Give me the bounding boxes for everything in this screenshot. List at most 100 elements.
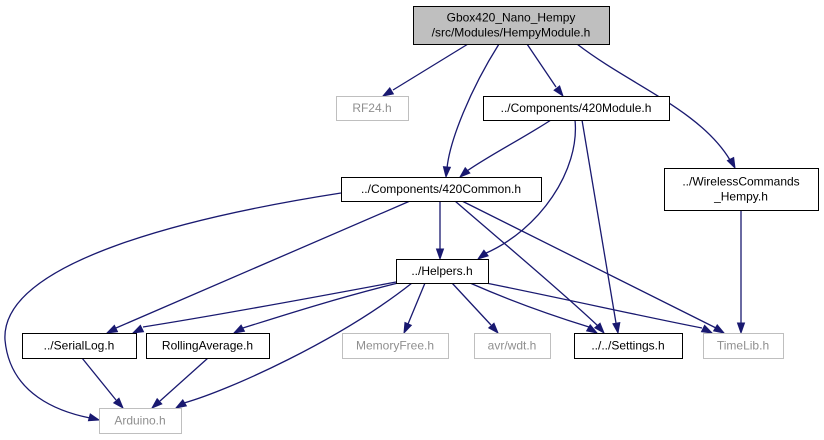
node-label: ../Components/420Module.h [501, 101, 652, 115]
edge-line [142, 281, 397, 328]
node-box [703, 333, 784, 359]
arrow-head-icon [381, 86, 395, 97]
node-label: ../SerialLog.h [44, 339, 115, 353]
edge-helpers-to-memory_free [403, 282, 426, 335]
edge-line [469, 282, 590, 328]
node-serial-log[interactable]: ../SerialLog.h [22, 333, 137, 359]
node-rolling-average[interactable]: RollingAverage.h [146, 333, 270, 359]
edge-serial_log-to-arduino [81, 357, 125, 410]
arrow-head-icon [487, 322, 500, 335]
edge-module420-to-common420 [458, 119, 552, 178]
edges-layer [4, 43, 746, 422]
edge-line [407, 282, 426, 325]
node-label: MemoryFree.h [356, 339, 434, 353]
edge-module420-to-helpers [476, 119, 577, 260]
node-box [474, 333, 551, 359]
node-label: ../Helpers.h [411, 264, 472, 278]
edge-line [81, 357, 117, 401]
arrow-head-icon [700, 324, 714, 334]
edge-line [115, 200, 411, 329]
node-box [342, 333, 449, 359]
arrow-head-icon [458, 166, 471, 178]
node-common420[interactable]: ../Components/420Common.h [341, 177, 542, 202]
node-label: TimeLib.h [717, 339, 769, 353]
node-label: ../WirelessCommands [682, 175, 799, 189]
edge-line [4, 192, 342, 419]
edge-helpers-to-timelib [485, 282, 714, 334]
node-label: RF24.h [352, 101, 391, 115]
edge-hempy_module-to-rf24 [381, 43, 469, 97]
node-label: RollingAverage.h [162, 339, 253, 353]
edge-common420-to-settings [454, 200, 605, 335]
arrow-head-icon [476, 249, 489, 260]
node-helpers[interactable]: ../Helpers.h [396, 259, 489, 284]
arrow-head-icon [435, 248, 445, 261]
edge-line [581, 119, 617, 324]
arrow-head-icon [442, 166, 452, 179]
arrow-head-icon [105, 324, 119, 334]
edge-module420-to-settings [581, 119, 621, 335]
node-memory-free[interactable]: MemoryFree.h [342, 333, 449, 359]
node-wireless-commands[interactable]: ../WirelessCommands_Hempy.h [664, 168, 819, 211]
node-avr-wdt[interactable]: avr/wdt.h [474, 333, 551, 359]
edge-common420-to-helpers [435, 201, 445, 261]
node-label: /src/Modules/HempyModule.h [432, 26, 591, 40]
edge-common420-to-arduino [4, 192, 342, 422]
arrow-head-icon [232, 324, 246, 334]
arrow-head-icon [403, 321, 413, 335]
node-timelib[interactable]: TimeLib.h [703, 333, 784, 359]
arrow-head-icon [87, 413, 101, 422]
node-box [664, 168, 819, 211]
edge-hempy_module-to-module420 [526, 43, 564, 98]
arrow-head-icon [112, 397, 125, 410]
edge-helpers-to-settings [469, 282, 599, 334]
edge-line [392, 43, 469, 91]
edge-hempy_module-to-common420 [442, 43, 500, 179]
node-box [483, 96, 670, 121]
node-box [396, 259, 489, 284]
edge-line [242, 282, 399, 329]
node-label: Gbox420_Nano_Hempy [447, 11, 576, 25]
node-box [341, 177, 542, 202]
node-label: Arduino.h [114, 414, 165, 428]
node-label: avr/wdt.h [488, 339, 537, 353]
edge-line [485, 282, 703, 329]
arrow-head-icon [612, 321, 621, 335]
arrow-head-icon [726, 156, 736, 170]
edge-line [526, 43, 557, 88]
arrow-head-icon [174, 398, 188, 409]
edge-line [466, 119, 552, 172]
node-box [99, 408, 182, 434]
edge-line [183, 282, 413, 404]
edge-line [461, 200, 717, 329]
node-box [22, 333, 137, 359]
edge-helpers-to-rolling_average [232, 282, 399, 334]
edge-common420-to-timelib [461, 200, 726, 334]
arrow-head-icon [131, 324, 145, 334]
node-label: _Hempy.h [713, 190, 768, 204]
node-box [336, 96, 409, 121]
node-arduino[interactable]: Arduino.h [99, 408, 182, 434]
arrow-head-icon [593, 322, 605, 335]
arrow-head-icon [585, 323, 599, 334]
node-hempy-module: Gbox420_Nano_Hempy/src/Modules/HempyModu… [413, 6, 610, 45]
edge-helpers-to-serial_log [131, 281, 397, 334]
node-box [146, 333, 270, 359]
arrow-head-icon [736, 322, 746, 335]
node-module420[interactable]: ../Components/420Module.h [483, 96, 670, 121]
edge-line [454, 200, 599, 327]
node-label: ../../Settings.h [591, 339, 664, 353]
node-settings[interactable]: ../../Settings.h [574, 333, 683, 359]
arrow-head-icon [150, 397, 163, 410]
edge-wireless_commands-to-timelib [736, 210, 746, 335]
nodes-layer: Gbox420_Nano_Hempy/src/Modules/HempyModu… [22, 6, 819, 434]
node-rf24[interactable]: RF24.h [336, 96, 409, 121]
node-label: ../Components/420Common.h [361, 182, 521, 196]
edge-line [483, 119, 577, 255]
edge-common420-to-serial_log [105, 200, 411, 334]
edge-helpers-to-avr_wdt [451, 282, 500, 335]
edge-line [451, 282, 492, 326]
arrow-head-icon [553, 85, 564, 98]
edge-line [446, 43, 500, 169]
